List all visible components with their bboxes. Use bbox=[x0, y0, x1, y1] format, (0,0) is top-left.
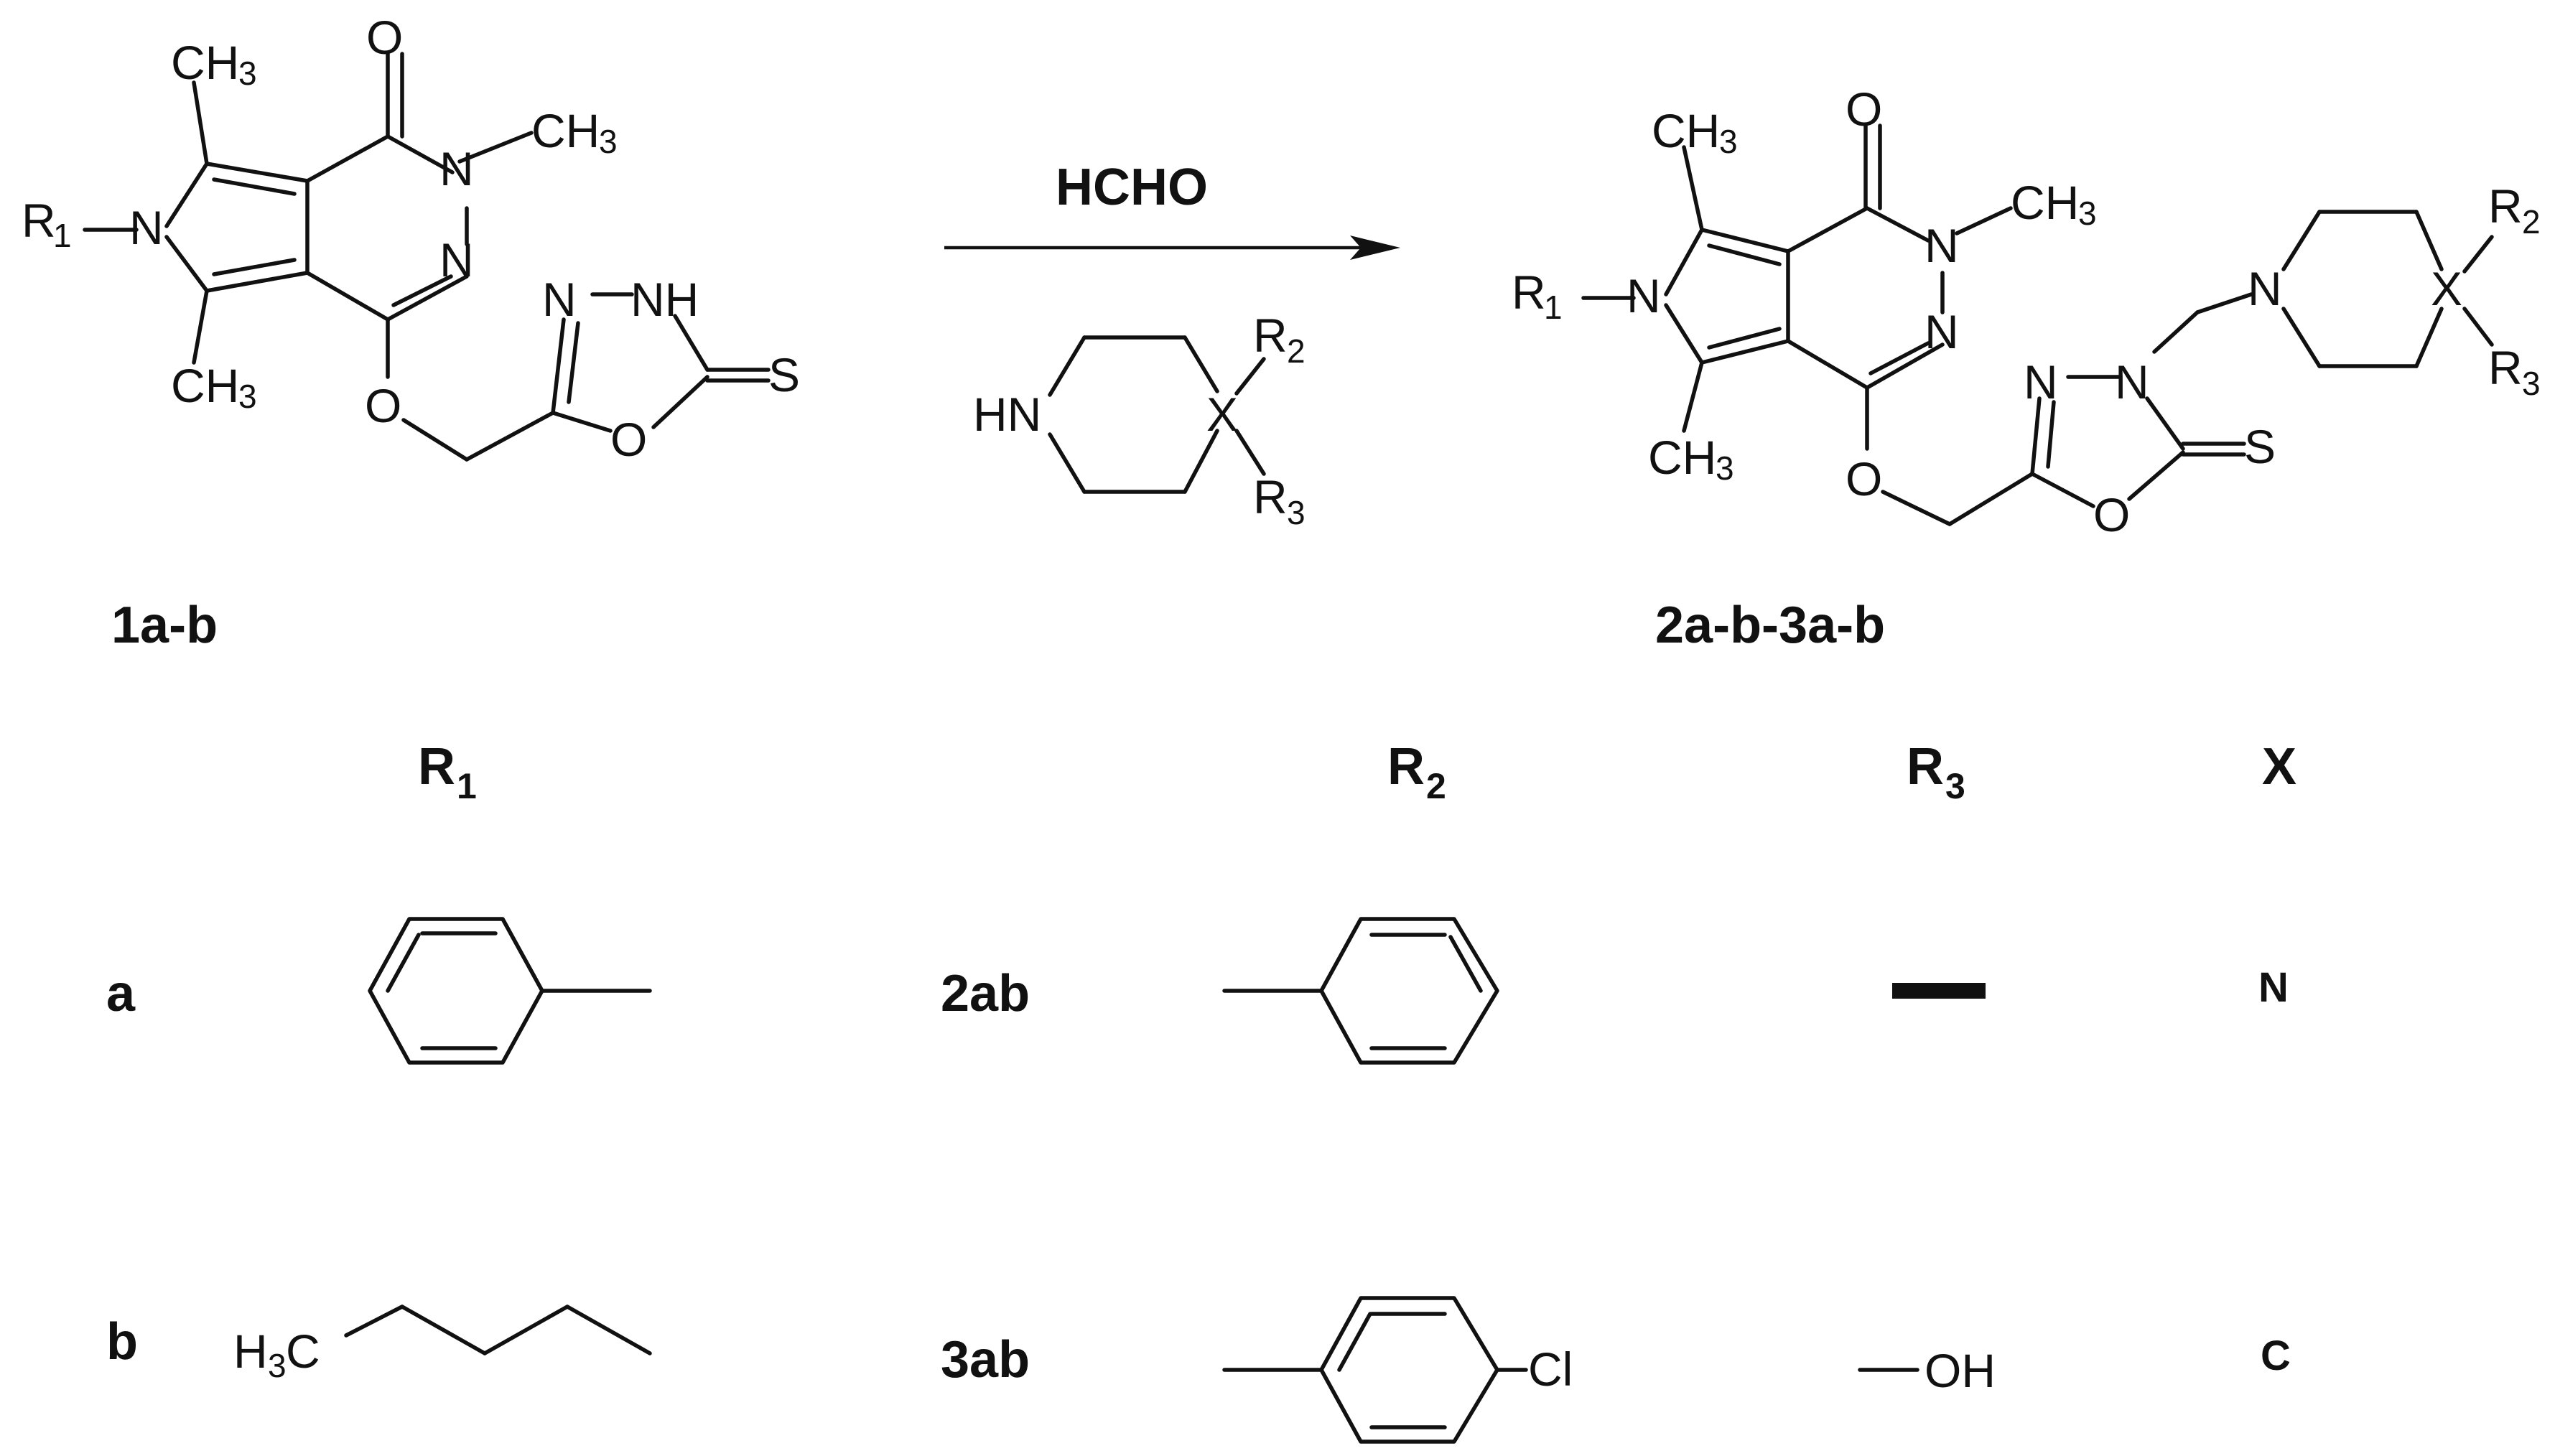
svg-text:R: R bbox=[2488, 341, 2523, 394]
svg-text:3: 3 bbox=[268, 1347, 287, 1384]
svg-text:N: N bbox=[2115, 355, 2149, 409]
svg-text:3: 3 bbox=[2522, 365, 2541, 402]
starting-material-label: 1a-b bbox=[111, 597, 218, 654]
product-atoms: CH 3 O N CH 3 N N R 1 CH 3 O N N S O N X… bbox=[1512, 83, 2541, 541]
reaction-arrow bbox=[944, 235, 1400, 260]
svg-text:O: O bbox=[1846, 452, 1882, 505]
svg-text:CH: CH bbox=[1652, 104, 1720, 157]
svg-text:S: S bbox=[2244, 420, 2276, 473]
svg-text:3: 3 bbox=[1716, 449, 1734, 487]
table-row-b: b H 3 C 3ab Cl OH C bbox=[106, 1296, 2291, 1444]
svg-text:3: 3 bbox=[1719, 123, 1738, 160]
header-r1: R bbox=[418, 738, 455, 795]
svg-text:NH: NH bbox=[630, 273, 699, 326]
amine-reagent-structure bbox=[1048, 335, 1266, 494]
svg-text:CH: CH bbox=[531, 104, 600, 157]
svg-text:R: R bbox=[1253, 470, 1288, 523]
header-r2-sub: 2 bbox=[1426, 766, 1446, 806]
butyl-substituent-r1: H 3 C bbox=[233, 1305, 652, 1384]
table-row-a: a 2ab N bbox=[106, 917, 2289, 1065]
compound-3ab-label: 3ab bbox=[941, 1331, 1030, 1389]
phenyl-substituent-r1 bbox=[368, 917, 652, 1065]
svg-text:CH: CH bbox=[171, 36, 239, 89]
svg-text:N: N bbox=[2248, 262, 2282, 315]
svg-text:HN: HN bbox=[973, 388, 1041, 441]
svg-text:N: N bbox=[129, 201, 164, 254]
svg-text:N: N bbox=[542, 273, 577, 326]
compound-2ab-label: 2ab bbox=[941, 965, 1030, 1022]
svg-text:R: R bbox=[1253, 309, 1288, 362]
reagent-hcho: HCHO bbox=[1056, 159, 1208, 216]
chlorophenyl-substituent-r2: Cl bbox=[1222, 1296, 1573, 1444]
svg-text:2: 2 bbox=[1287, 332, 1306, 370]
svg-text:O: O bbox=[1846, 83, 1882, 136]
svg-text:N: N bbox=[1626, 269, 1661, 322]
svg-text:H: H bbox=[233, 1325, 268, 1378]
starting-material-structure bbox=[83, 52, 771, 462]
svg-text:N: N bbox=[439, 233, 474, 286]
svg-text:R: R bbox=[2488, 179, 2523, 233]
x-value-n: N bbox=[2258, 964, 2289, 1011]
svg-text:CH: CH bbox=[2011, 176, 2079, 229]
product-structure bbox=[1581, 123, 2494, 526]
svg-text:X: X bbox=[1206, 388, 1238, 441]
svg-text:3: 3 bbox=[1287, 494, 1306, 531]
svg-text:3: 3 bbox=[2078, 195, 2097, 232]
svg-text:CH: CH bbox=[1648, 431, 1716, 484]
phenyl-substituent-r2 bbox=[1222, 917, 1499, 1065]
svg-text:O: O bbox=[2093, 488, 2130, 541]
svg-text:1: 1 bbox=[1544, 289, 1563, 326]
svg-text:S: S bbox=[768, 348, 800, 401]
svg-text:2: 2 bbox=[2522, 203, 2541, 241]
svg-text:N: N bbox=[2024, 355, 2058, 409]
svg-text:O: O bbox=[610, 413, 647, 466]
x-value-c: C bbox=[2261, 1333, 2291, 1379]
svg-text:N: N bbox=[1925, 305, 1959, 358]
header-r1-sub: 1 bbox=[457, 766, 477, 806]
svg-text:C: C bbox=[286, 1325, 320, 1378]
svg-text:O: O bbox=[366, 11, 403, 64]
starting-material-atoms: CH 3 O N CH 3 N N R 1 CH 3 O N NH S O bbox=[22, 11, 800, 466]
header-r3-sub: 3 bbox=[1945, 766, 1965, 806]
header-r3: R bbox=[1907, 738, 1944, 795]
svg-text:N: N bbox=[439, 142, 474, 195]
svg-text:X: X bbox=[2431, 262, 2462, 315]
svg-text:3: 3 bbox=[599, 123, 618, 160]
svg-text:CH: CH bbox=[171, 359, 239, 412]
svg-text:Cl: Cl bbox=[1528, 1343, 1573, 1396]
amine-reagent-atoms: HN X R 2 R 3 bbox=[973, 309, 1306, 531]
header-r2: R bbox=[1387, 738, 1425, 795]
svg-text:R: R bbox=[22, 194, 56, 247]
svg-text:1: 1 bbox=[53, 217, 72, 254]
svg-text:N: N bbox=[1925, 219, 1959, 272]
header-x: X bbox=[2262, 738, 2296, 795]
product-label: 2a-b-3a-b bbox=[1655, 597, 1885, 654]
row-key: b bbox=[106, 1313, 138, 1371]
svg-text:O: O bbox=[365, 379, 401, 432]
svg-text:OH: OH bbox=[1925, 1344, 1996, 1397]
table-header: R 1 R 2 R 3 X bbox=[418, 738, 2296, 806]
row-key: a bbox=[106, 965, 136, 1022]
hydroxyl-substituent-r3: OH bbox=[1858, 1344, 1996, 1397]
svg-text:R: R bbox=[1512, 266, 1546, 319]
svg-text:3: 3 bbox=[238, 378, 257, 415]
svg-text:3: 3 bbox=[238, 55, 257, 92]
